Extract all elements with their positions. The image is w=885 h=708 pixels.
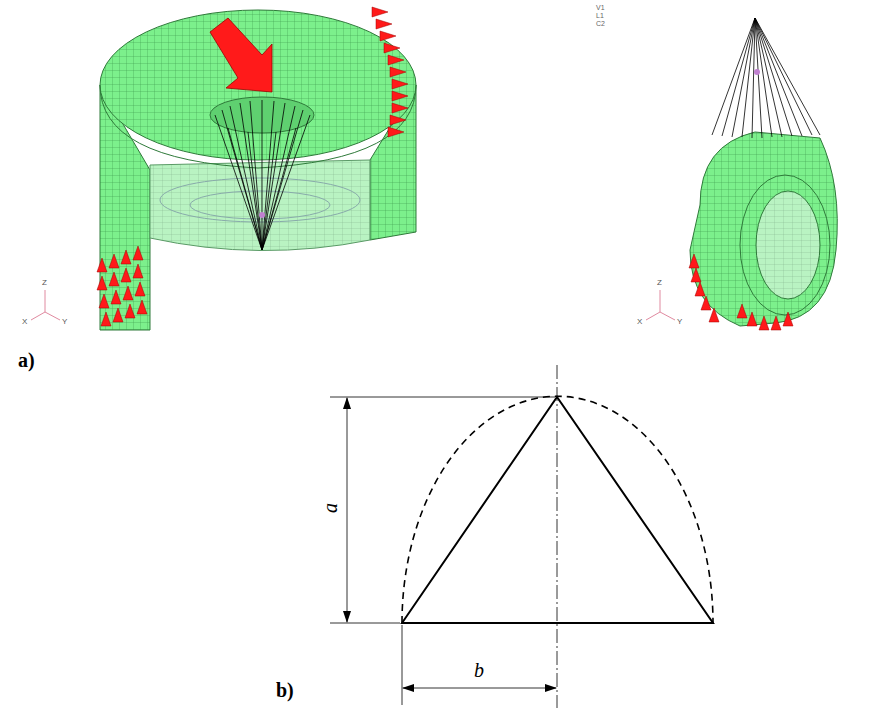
profile-geometry bbox=[330, 365, 713, 708]
axis-label: X bbox=[637, 318, 642, 326]
housing-model bbox=[100, 10, 416, 330]
rigid-element-cone bbox=[712, 18, 820, 138]
load-arrows bbox=[97, 7, 408, 326]
dimension-label: b bbox=[474, 660, 484, 680]
load-arrows bbox=[689, 254, 793, 330]
view-info: V1 bbox=[596, 4, 605, 11]
panel-label: b) bbox=[276, 680, 294, 700]
panel-label: a) bbox=[18, 350, 35, 370]
axis-label: Y bbox=[677, 318, 682, 326]
axis-label: Z bbox=[657, 279, 662, 287]
dimension-label: a bbox=[320, 503, 340, 513]
axis-label: Y bbox=[62, 318, 67, 326]
axis-triad bbox=[646, 290, 675, 320]
axis-triad bbox=[31, 290, 60, 320]
axis-label: Z bbox=[42, 279, 47, 287]
axis-label: X bbox=[22, 318, 27, 326]
lever-model bbox=[690, 132, 837, 326]
view-info: C2 bbox=[596, 20, 605, 27]
view-info: L1 bbox=[596, 12, 604, 19]
rigid-element-cone bbox=[215, 100, 310, 250]
